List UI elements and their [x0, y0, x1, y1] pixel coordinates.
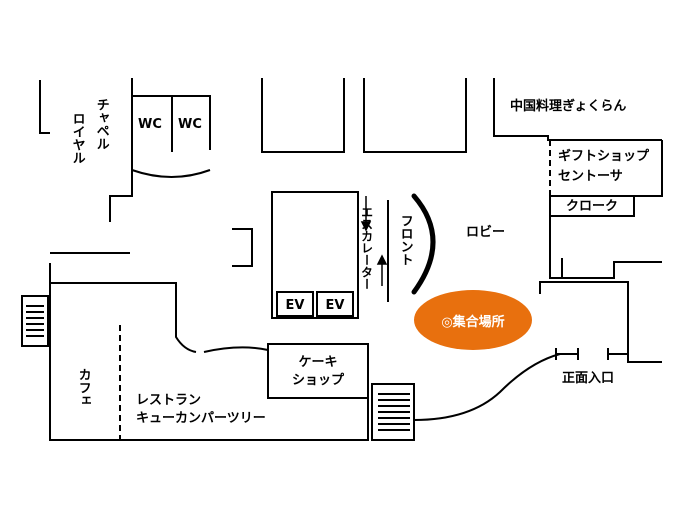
cloak-box: [549, 196, 635, 217]
cake-shop-label-1: ケーキ: [298, 355, 338, 370]
entrance-marker-2: [607, 348, 628, 360]
top-wall-b: [363, 78, 467, 153]
restaurant-name-label: キューカンパーツリー: [136, 411, 266, 426]
wc-block: [132, 95, 211, 150]
cafe-outer-wall: [49, 263, 369, 441]
restaurant-label: レストラン: [136, 393, 202, 408]
cake-shop-label-2: ショップ: [291, 373, 344, 388]
chapel-wall: [39, 80, 50, 134]
cafe-label: カフェ: [75, 368, 91, 407]
cafe-top-wall: [50, 282, 197, 353]
chinese-restaurant-label: 中国料理ぎょくらん: [510, 99, 627, 114]
left-stair: [21, 295, 49, 347]
cake-curve: [203, 346, 269, 353]
gift-wall: [550, 140, 663, 197]
wc-curve: [131, 169, 211, 178]
cake-shop-box: [267, 343, 369, 399]
right-side-wall: [549, 216, 562, 279]
wc-label-2: WC: [178, 117, 202, 132]
ev-box-1: [276, 291, 314, 317]
cloak-label: クローク: [566, 199, 619, 214]
entrance-inner: [561, 258, 662, 279]
stair-curve: [413, 353, 561, 421]
bottom-stair: [371, 383, 415, 441]
ev-box-2: [316, 291, 354, 317]
entrance-walls: [539, 281, 662, 363]
gift-shop-name-label: セントーサ: [558, 169, 623, 184]
ev-label-1: EV: [285, 298, 305, 313]
ev-label-2: EV: [325, 298, 345, 313]
entrance-marker: [555, 348, 579, 360]
chapel-label: チャペル: [93, 98, 109, 150]
elevator-block: [271, 191, 359, 319]
front-desk-label: フロント: [397, 214, 413, 266]
top-right-wall: [493, 78, 662, 141]
wc-label-1: WC: [138, 117, 162, 132]
gift-shop-label: ギフトショップ: [558, 149, 650, 164]
main-entrance-label: 正面入口: [562, 371, 615, 386]
meeting-point: ◎集合場所: [414, 290, 532, 350]
escalator-label: エスカレーター: [359, 206, 374, 290]
bracket: [232, 228, 253, 267]
royal-label: ロイヤル: [69, 112, 85, 164]
front-desk-arc: [411, 193, 436, 295]
top-wall-a: [261, 78, 345, 153]
lobby-label: ロビー: [466, 225, 506, 240]
chapel-wall-right: [109, 78, 133, 222]
